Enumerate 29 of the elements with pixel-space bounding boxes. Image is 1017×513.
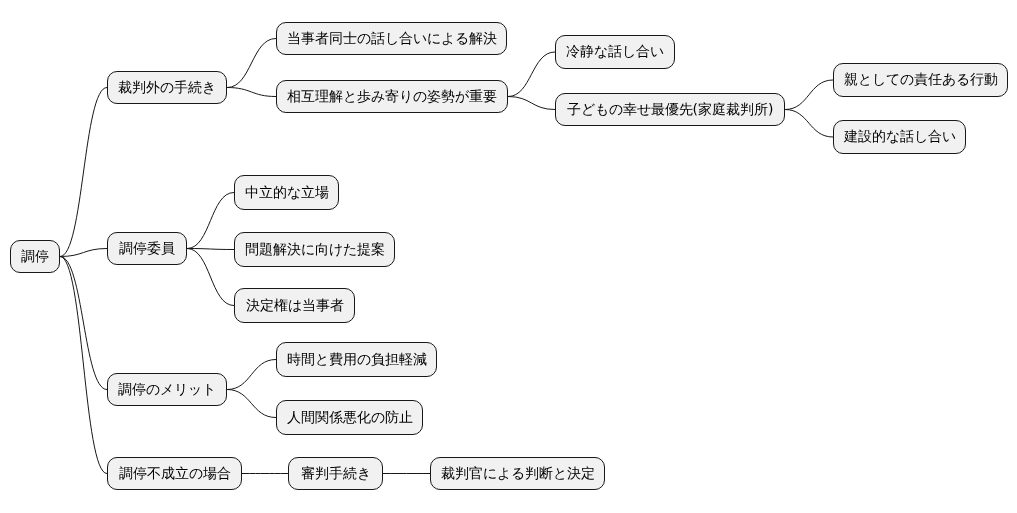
- topic-box: 子どもの幸せ最優先(家庭裁判所): [555, 93, 785, 126]
- topic-box: 審判手続き: [288, 457, 383, 490]
- topic-box: 調停: [10, 240, 60, 273]
- topic-box: 時間と費用の負担軽減: [276, 342, 437, 377]
- connector-line: [59, 256, 108, 474]
- connector-line: [59, 87, 108, 257]
- connector-line: [186, 192, 235, 249]
- connector-line: [507, 96, 556, 110]
- topic-box: 調停委員: [107, 232, 187, 265]
- connector-line: [226, 87, 277, 97]
- connector-line: [784, 109, 834, 138]
- topic-box: 問題解決に向けた提案: [234, 232, 395, 267]
- topic-box: 調停のメリット: [107, 373, 227, 406]
- topic-box: 親としての責任ある行動: [833, 63, 1008, 97]
- topic-box: 裁判官による判断と決定: [430, 457, 605, 490]
- connector-line: [382, 473, 431, 474]
- topic-box: 当事者同士の話し合いによる解決: [276, 22, 507, 55]
- topic-box: 冷静な話し合い: [555, 35, 675, 69]
- topic-box: 裁判外の手続き: [107, 71, 227, 104]
- topic-box: 相互理解と歩み寄りの姿勢が重要: [276, 80, 508, 113]
- topic-box: 建設的な話し合い: [833, 120, 966, 154]
- topic-box: 決定権は当事者: [234, 288, 355, 323]
- connector-line: [59, 256, 108, 390]
- topic-box: 中立的な立場: [234, 175, 339, 210]
- connector-line: [241, 473, 289, 474]
- connector-line: [186, 248, 235, 306]
- topic-box: 調停不成立の場合: [107, 457, 242, 490]
- connector-line: [226, 389, 277, 418]
- topic-box: 人間関係悪化の防止: [276, 400, 423, 435]
